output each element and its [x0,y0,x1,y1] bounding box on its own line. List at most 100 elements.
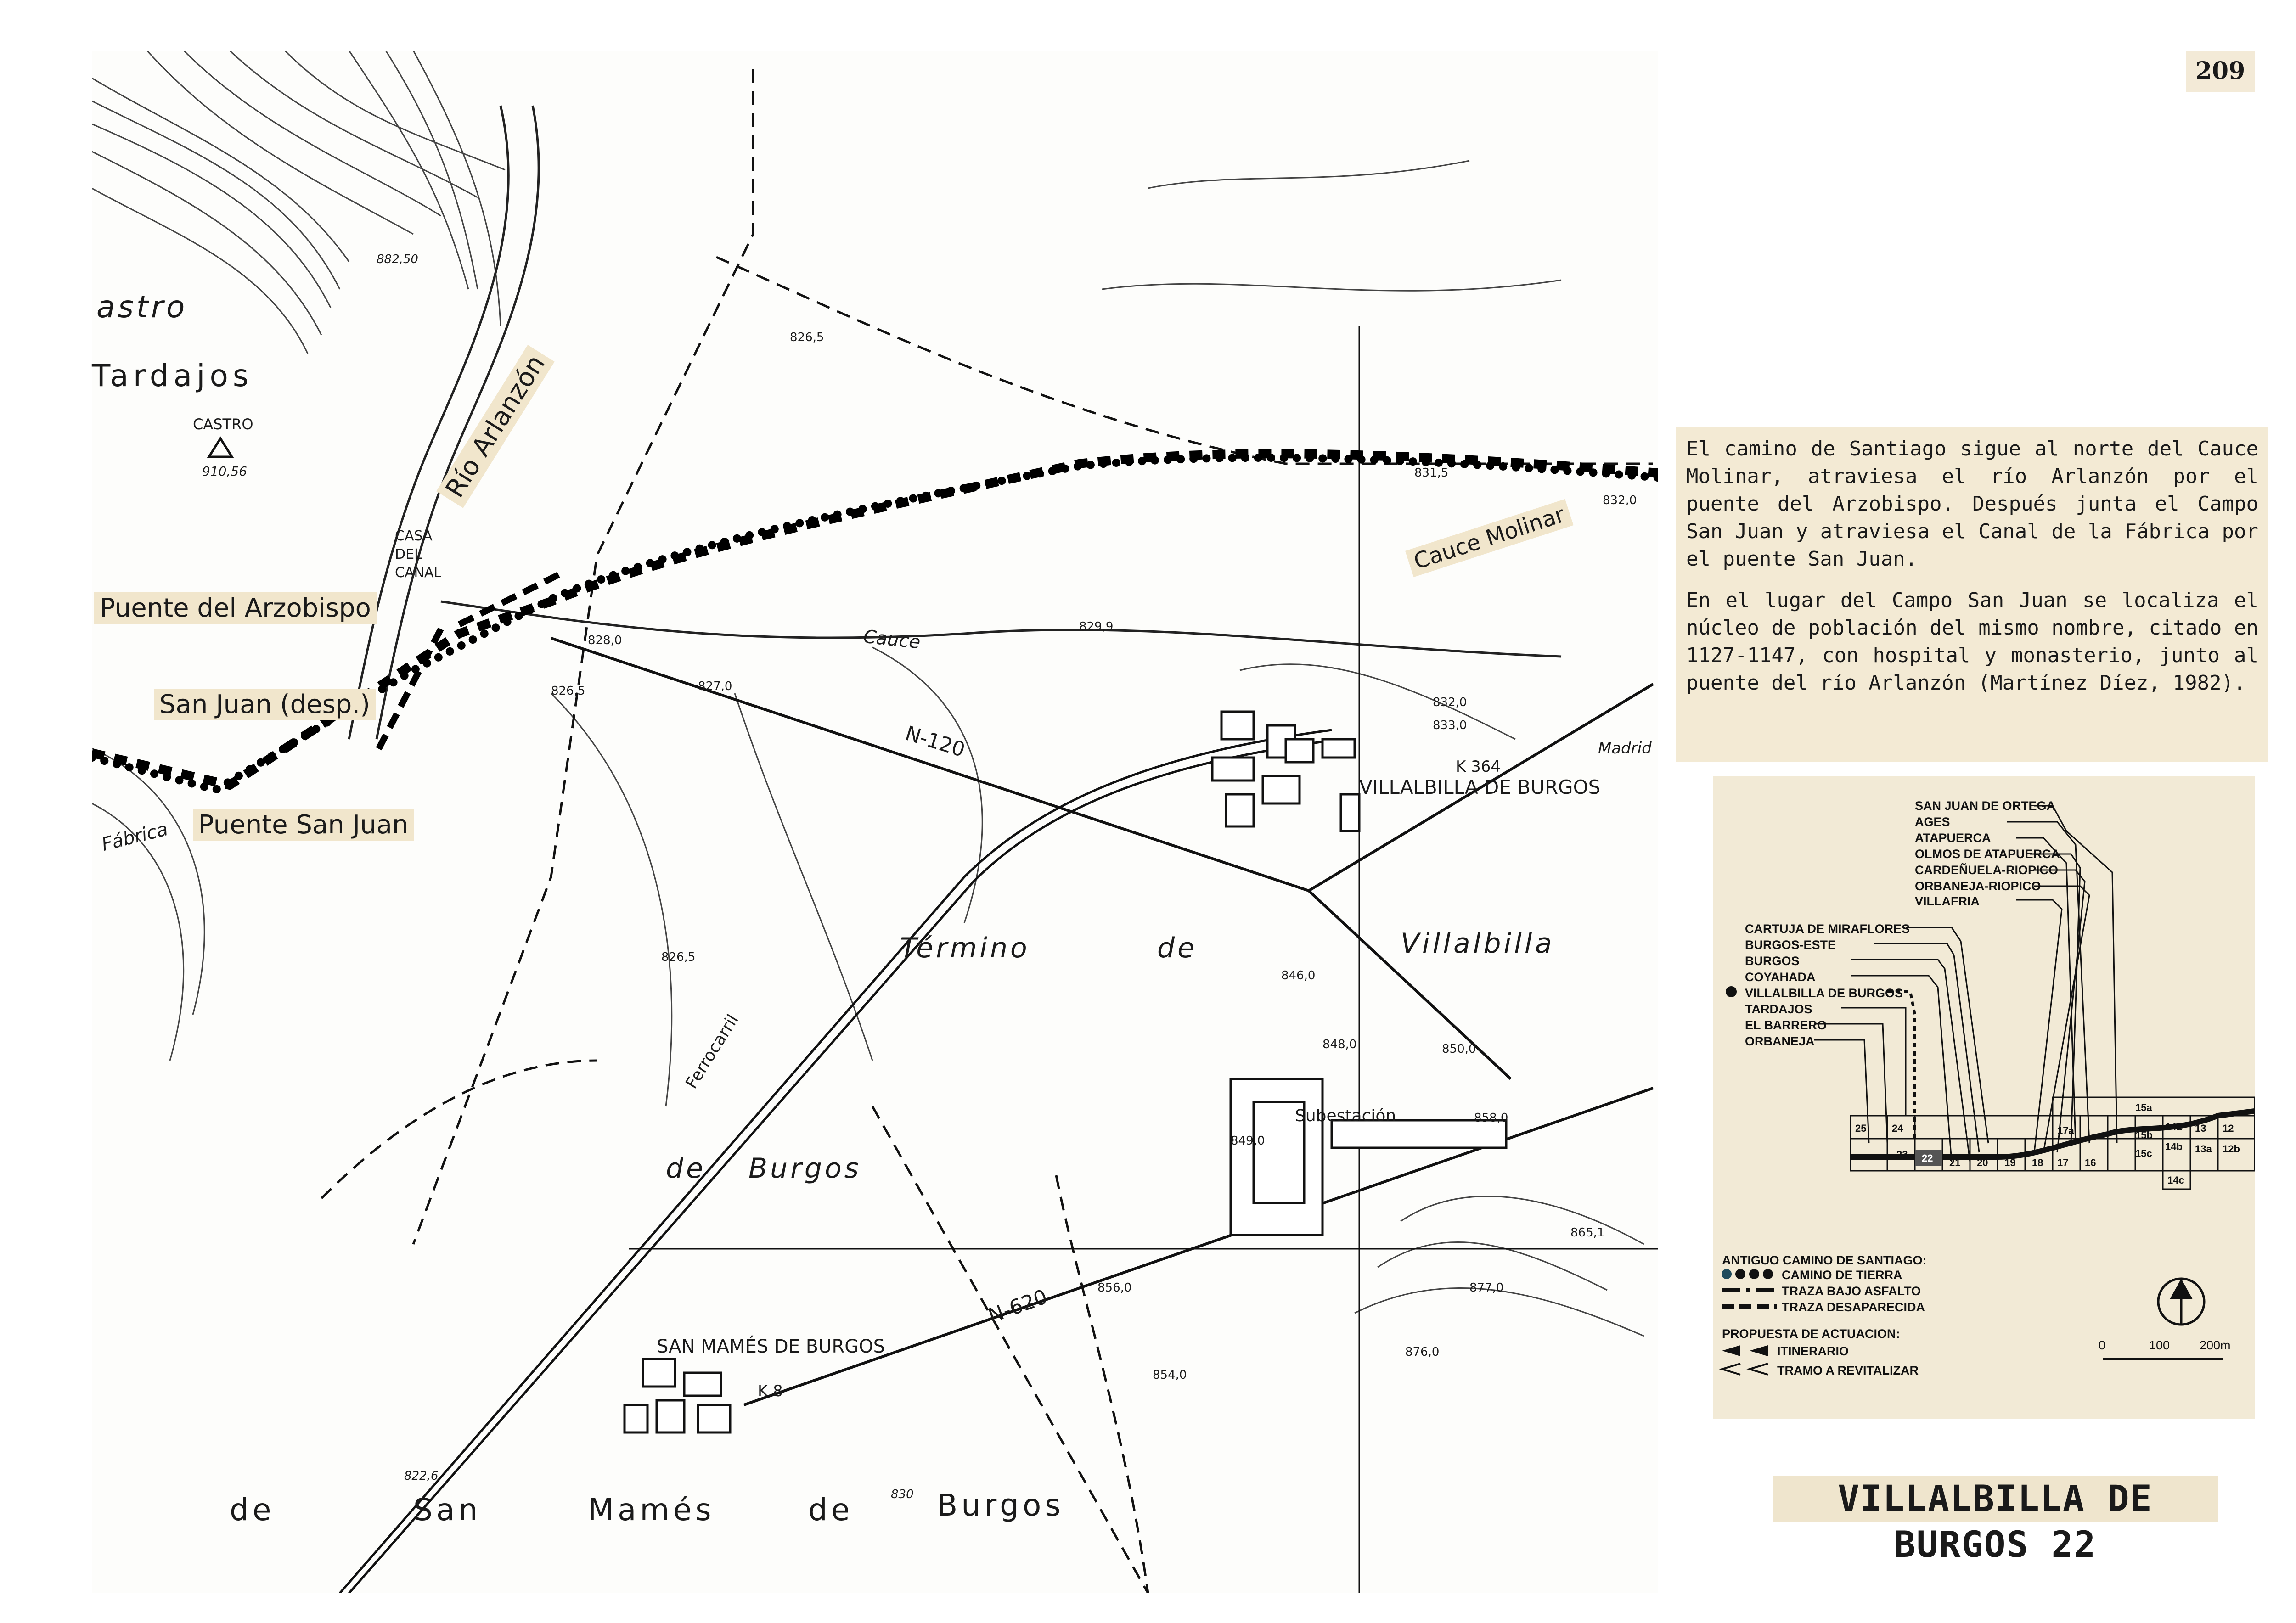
section-label: 17a [2057,1125,2074,1136]
elevation-label: 856,0 [1097,1281,1132,1295]
elevation-label: 832,0 [1603,494,1637,507]
elevation-label: 831,5 [1414,466,1449,480]
elevation-label: 858,0 [1474,1111,1508,1125]
elevation-label: 850,0 [1442,1042,1476,1056]
label-villalbilla-big: Villalbilla [1401,927,1555,960]
scale-label: 0 [2099,1338,2106,1352]
substation [1229,1078,1508,1236]
station-label: SAN JUAN DE ORTEGA [1915,799,2056,813]
section-label: 24 [1892,1123,1903,1134]
label-subestacion: Subestación [1295,1106,1396,1125]
section-label: 15c [2135,1148,2152,1159]
route-index-panel: SAN JUAN DE ORTEGA AGES ATAPUERCA OLMOS … [1713,776,2255,1419]
station-label: CARTUJA DE MIRAFLORES [1745,922,1910,936]
label-bottom-de2: de [808,1492,854,1528]
section-label: 15b [2135,1129,2153,1141]
tag-puente-arzobispo: Puente del Arzobispo [94,592,377,624]
villalbilla-buildings [1211,710,1361,832]
route-index-drawing [1719,805,2255,1376]
label-canal: CANAL [395,565,442,581]
tag-puente-san-juan: Puente San Juan [193,809,414,841]
station-label-current: VILLALBILLA DE BURGOS [1745,986,1903,1000]
section-label: 22 [1922,1152,1933,1164]
municipal-boundaries [321,69,1653,1593]
label-bottom-mames: Mamés [588,1492,715,1528]
current-station-leader [1887,990,1916,1139]
label-villalbilla: VILLALBILLA DE BURGOS [1359,776,1601,798]
section-label: 20 [1977,1157,1988,1168]
label-k8: K.8 [758,1382,783,1400]
section-label: 13a [2195,1143,2212,1155]
station-label: ATAPUERCA [1915,831,1991,845]
scale-label: 200m [2200,1338,2231,1352]
elevation-label: 826,5 [661,950,696,964]
section-label: 16 [2085,1157,2096,1168]
elevation-label: 848,0 [1322,1038,1357,1051]
current-section-box [1915,1150,1942,1166]
leader-lines [1814,805,2118,1162]
station-label: BURGOS-ESTE [1745,938,1836,952]
elevation-label: 822,6 [404,1469,439,1483]
current-station-marker [1726,986,1737,997]
station-label: BURGOS [1745,954,1800,968]
section-label: 21 [1949,1157,1961,1168]
camino-disappeared [373,571,562,755]
label-de2: de [666,1152,706,1185]
label-castro-elev: 910,56 [202,464,247,479]
camino-dots [92,453,1658,794]
section-label: 23 [1896,1149,1908,1160]
elevation-label: 826,5 [551,684,585,698]
station-label: EL BARRERO [1745,1018,1827,1032]
label-k364: K 364 [1456,758,1501,776]
river-arlanzon [348,105,540,740]
label-casa: CASA [395,528,433,544]
map-drawing [92,51,1658,1593]
elevation-label: 876,0 [1405,1345,1440,1359]
elevation-label: 854,0 [1153,1368,1187,1382]
legend-proposal-title: PROPUESTA DE ACTUACION: [1722,1327,1900,1341]
station-label: CARDEÑUELA-RIOPICO [1915,863,2059,877]
label-del: DEL [395,546,422,562]
section-label: 14a [2165,1121,2182,1133]
footer-title: VILLALBILLA DE BURGOS 22 [1773,1476,2218,1566]
elevation-label: 829,9 [1079,620,1114,634]
station-label: ORBANEJA-RIOPICO [1915,879,2041,893]
label-castro-peak: CASTRO [193,416,253,433]
label-castro-left: astro [96,289,188,325]
station-label: COYAHADA [1745,970,1816,984]
elevation-label: 830 [891,1488,914,1501]
station-label: OLMOS DE ATAPUERCA [1915,847,2060,861]
elevation-label: 865,1 [1570,1226,1605,1240]
section-label: 12b [2223,1143,2240,1155]
section-label: 19 [2004,1157,2016,1168]
section-label: 15a [2135,1102,2152,1113]
section-label: 17 [2057,1157,2069,1168]
station-label: ORBANEJA [1745,1034,1815,1048]
legend-proposal-item: TRAMO A REVITALIZAR [1777,1364,1919,1377]
sections-grid [1850,1096,2255,1190]
elevation-label: 877,0 [1469,1281,1504,1295]
scale-label: 100 [2149,1338,2170,1352]
station-label: VILLAFRIA [1915,894,1980,908]
san-mames-buildings [623,1358,732,1434]
elevation-label: 832,0 [1433,696,1467,709]
label-termino: Término [900,932,1030,964]
description-paragraph-2: En el lugar del Campo San Juan se locali… [1686,589,2258,695]
sections-route-line [1851,1108,2255,1160]
section-label: 13 [2195,1123,2206,1134]
section-label: 18 [2032,1157,2043,1168]
page-number: 209 [2186,51,2255,92]
grid-lines [629,326,1658,1593]
label-de1: de [1157,932,1197,964]
elevation-label: 833,0 [1433,719,1467,732]
station-label: AGES [1915,815,1950,829]
description-box: El camino de Santiago sigue al norte del… [1676,427,2268,762]
legend-title: ANTIGUO CAMINO DE SANTIAGO: [1722,1253,1927,1267]
legend-item: TRAZA BAJO ASFALTO [1782,1284,1921,1298]
legend-item: CAMINO DE TIERRA [1782,1268,1902,1282]
cauce-molinar-line [440,600,1562,658]
section-label: 12 [2223,1123,2234,1134]
label-san-mames: SAN MAMÉS DE BURGOS [657,1336,885,1357]
label-madrid: Madrid [1598,739,1652,758]
elevation-label: 828,0 [588,634,622,647]
